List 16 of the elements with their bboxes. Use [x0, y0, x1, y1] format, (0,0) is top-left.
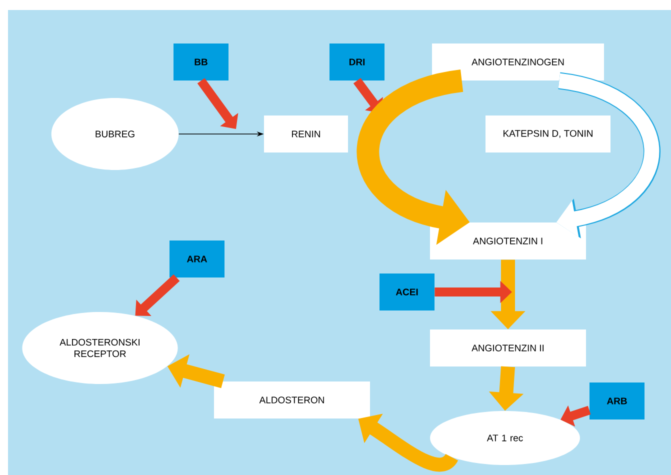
drug-box: ACEI [380, 274, 434, 310]
text-box: ANGIOTENZINOGEN [432, 44, 604, 80]
oval-box: ALDOSTERONSKI RECEPTOR [22, 312, 178, 384]
arrow [135, 274, 180, 316]
oval-box: BUBREG [51, 98, 179, 170]
drug-box: BB [174, 44, 228, 80]
text-box: ALDOSTERON [214, 382, 370, 418]
drug-box: DRI [330, 44, 384, 80]
text-box: KATEPSIN D, TONIN [486, 116, 610, 152]
drug-box: ARA [170, 240, 224, 278]
drug-box: ARB [590, 382, 644, 420]
arrow [197, 78, 238, 129]
oval-box: AT 1 rec [430, 411, 580, 465]
text-box: RENIN [264, 116, 348, 152]
text-box: ANGIOTENZIN II [430, 330, 586, 366]
arrow [353, 78, 383, 113]
